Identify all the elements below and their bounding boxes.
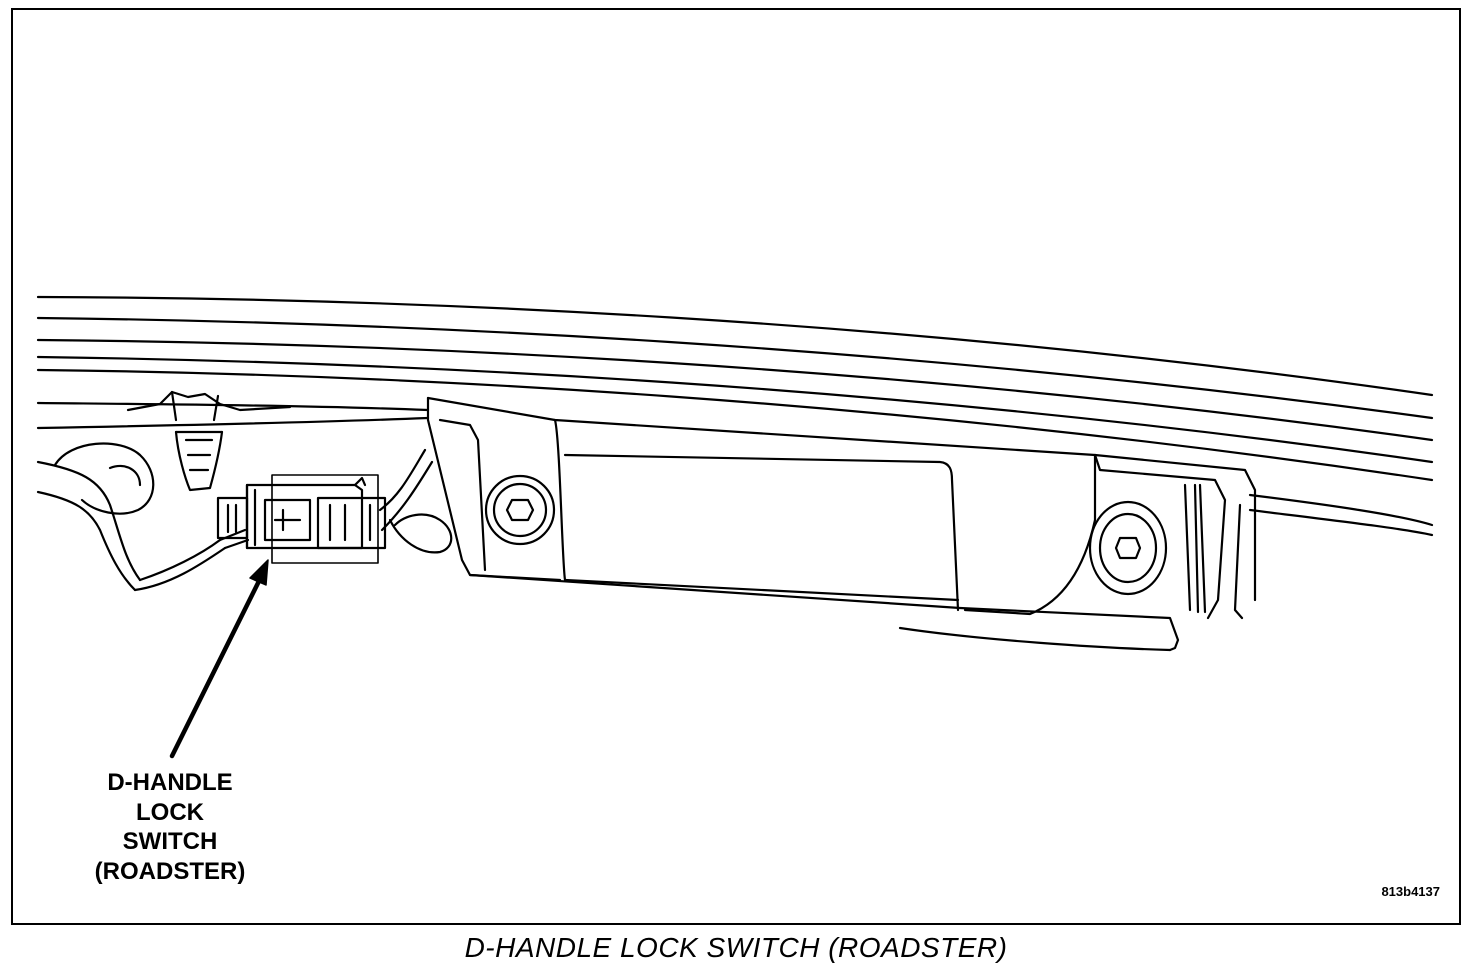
callout-line-4: (ROADSTER)	[94, 857, 246, 885]
wire-harness	[36, 448, 453, 592]
push-pin-clip	[126, 390, 292, 492]
grommet	[53, 442, 155, 515]
torx-bolt-right	[1088, 500, 1168, 596]
callout-line-2: LOCK	[136, 798, 204, 826]
leader-arrow-icon	[169, 559, 269, 759]
electrical-connector	[216, 474, 387, 564]
figure-id: 813b4137	[1381, 884, 1440, 899]
d-handle-housing	[426, 396, 1257, 652]
callout-label: D-HANDLE LOCK SWITCH (ROADSTER)	[70, 768, 270, 886]
trunk-lid-contours	[36, 295, 1434, 537]
figure-caption: D-HANDLE LOCK SWITCH (ROADSTER)	[464, 932, 1008, 963]
callout-line-1: D-HANDLE	[107, 769, 233, 796]
torx-bolt-left	[484, 474, 556, 546]
callout-line-3: SWITCH	[122, 828, 218, 855]
